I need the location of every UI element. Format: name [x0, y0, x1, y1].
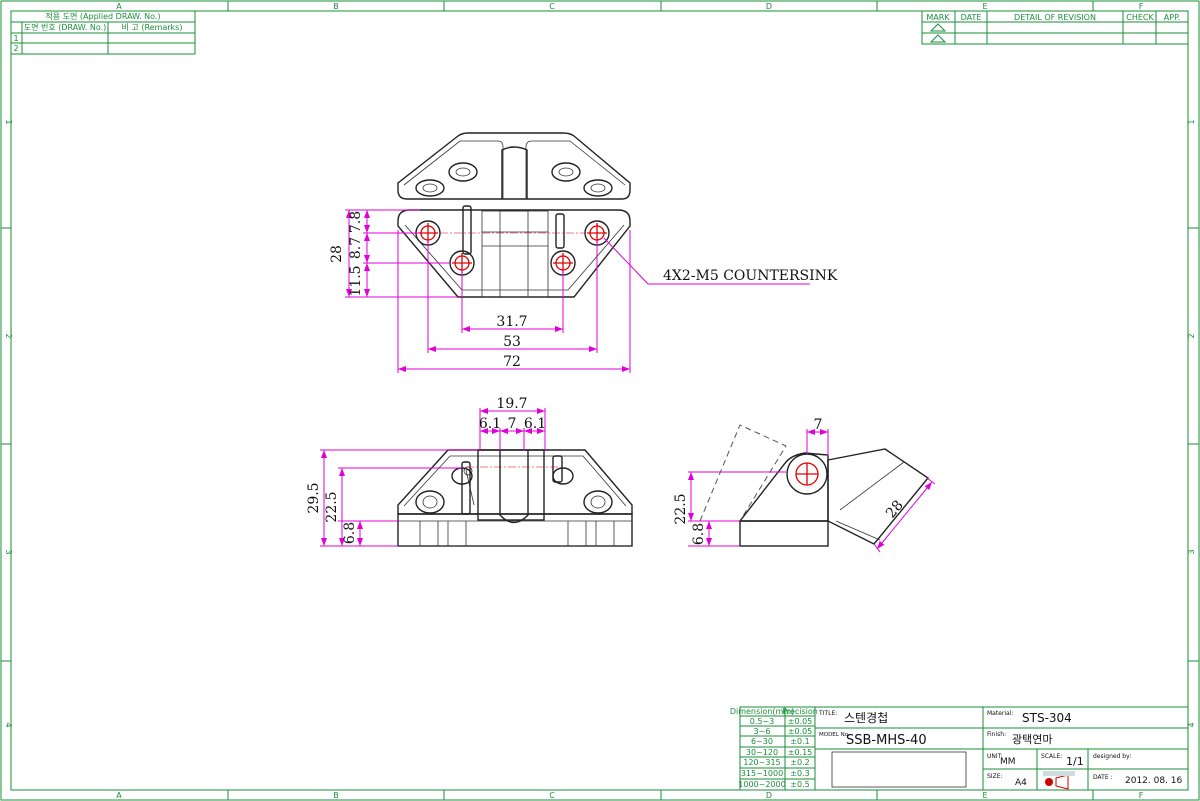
applied-drawing-table: 적용 도면 (Applied DRAW. No.) 도면 번호 (DRAW. N… — [10, 10, 196, 55]
dim-6-1-right: 6.1 — [524, 416, 546, 432]
label: 120~315 — [743, 758, 780, 767]
revision-col-app: APP. — [1164, 13, 1180, 22]
model-label: MODEL No. — [819, 732, 850, 738]
row-label-left: 3 — [4, 549, 13, 554]
dim-7-8: 7.8 — [348, 211, 364, 233]
label: ±0.05 — [788, 717, 813, 726]
front-view — [397, 449, 633, 547]
row-label-left: 2 — [4, 333, 13, 338]
front-view-dimensions: 29.5 22.5 6.8 19.7 6.1 7 6.1 — [306, 396, 546, 547]
designed-label: designed by: — [1093, 753, 1131, 760]
side-dim-7: 7 — [814, 417, 823, 433]
unit-value: MM — [1000, 757, 1016, 767]
side-dim-22-5: 22.5 — [673, 493, 689, 524]
revision-table: MARK DATE DETAIL OF REVISION CHECK APP. — [921, 10, 1189, 45]
title-block: Dimension(mm) Precision 0.5~3 ±0.05 3~6 … — [730, 706, 1189, 791]
size-value: A4 — [1015, 778, 1027, 788]
label: ±0.2 — [790, 758, 809, 767]
date-label: DATE : — [1093, 774, 1113, 781]
dim-19-7: 19.7 — [496, 396, 527, 412]
label: 30~120 — [746, 748, 778, 757]
applied-table-row-num: 1 — [13, 34, 18, 43]
dim-53: 53 — [503, 334, 521, 350]
col-label-top: B — [333, 2, 339, 11]
title-label: TITLE: — [818, 710, 837, 717]
col-label-top: C — [549, 2, 555, 11]
col-label-bottom: C — [549, 791, 555, 800]
dim-11-5: 11.5 — [348, 265, 364, 296]
revision-col-detail: DETAIL OF REVISION — [1014, 13, 1096, 22]
revision-triangle-icon — [929, 34, 947, 43]
projection-symbol-icon — [1043, 771, 1075, 790]
revision-col-check: CHECK — [1126, 13, 1154, 22]
date-value: 2012. 08. 16 — [1125, 776, 1183, 786]
finish-label: Finish: — [987, 731, 1006, 738]
col-label-bottom: F — [1139, 791, 1144, 800]
model-value: SSB-MHS-40 — [846, 733, 927, 748]
dim-31-7: 31.7 — [496, 314, 527, 330]
dim-22-5: 22.5 — [324, 491, 340, 522]
label: ±0.15 — [788, 748, 813, 757]
dim-7: 7 — [508, 416, 517, 432]
applied-table-col-drawno: 도면 번호 (DRAW. No.) — [24, 22, 107, 32]
revision-col-date: DATE — [961, 13, 982, 22]
title-value: 스텐경첩 — [844, 711, 888, 725]
applied-table-row-num: 2 — [13, 44, 18, 53]
col-label-bottom: B — [333, 791, 339, 800]
label: 0.5~3 — [750, 717, 775, 726]
col-label-bottom: D — [766, 791, 772, 800]
label: 315~1000 — [741, 769, 783, 778]
revision-col-mark: MARK — [926, 13, 950, 22]
tol-header-prec: Precision — [782, 707, 818, 716]
label: ±0.1 — [790, 737, 809, 746]
row-label-left: 4 — [4, 722, 13, 727]
dim-6-1-left: 6.1 — [479, 416, 501, 432]
material-value: STS-304 — [1022, 711, 1072, 725]
unit-label: UNIT: — [987, 753, 1003, 760]
col-label-top: E — [982, 2, 987, 11]
tolerance-rows: 0.5~3 ±0.05 3~6 ±0.05 6~30 ±0.1 30~120 ±… — [738, 717, 812, 789]
col-label-top: D — [766, 2, 772, 11]
label: 3~6 — [754, 727, 771, 736]
col-label-bottom: A — [116, 791, 122, 800]
countersink-note: 4X2-M5 COUNTERSINK — [663, 268, 838, 284]
row-label-right: 2 — [1187, 333, 1196, 338]
col-label-bottom: E — [982, 791, 987, 800]
tol-header-dim: Dimension(mm) — [730, 707, 794, 716]
label: ±0.5 — [790, 780, 809, 789]
label: 1000~2000 — [738, 780, 785, 789]
dim-8-7: 8.7 — [348, 237, 364, 259]
dim-28-height: 28 — [329, 245, 345, 263]
label: ±0.3 — [790, 769, 809, 778]
label: 6~30 — [751, 737, 773, 746]
material-label: Material: — [987, 710, 1013, 717]
zone-labels: A B C D E F A B C D E F 1 2 3 4 1 2 3 4 — [4, 2, 1196, 800]
dim-6-8: 6.8 — [342, 522, 358, 544]
row-label-right: 4 — [1187, 722, 1196, 727]
finish-value: 광택연마 — [1012, 733, 1052, 746]
scale-label: SCALE: — [1041, 753, 1062, 760]
scale-value: 1/1 — [1066, 755, 1084, 768]
revision-triangle-icon — [929, 23, 947, 32]
applied-table-header: 적용 도면 (Applied DRAW. No.) — [45, 11, 160, 21]
top-view-dimensions: 28 7.8 8.7 11.5 31.7 53 72 4X2-M5 COUNTE… — [329, 209, 838, 373]
row-label-right: 1 — [1187, 119, 1196, 124]
label: ±0.05 — [788, 727, 813, 736]
col-label-top: A — [116, 2, 122, 11]
size-label: SIZE: — [987, 773, 1003, 780]
side-dim-6-8: 6.8 — [691, 523, 707, 545]
dim-29-5: 29.5 — [306, 482, 322, 513]
applied-table-col-remarks: 비 고 (Remarks) — [122, 23, 183, 32]
col-label-top: F — [1139, 2, 1144, 11]
row-label-left: 1 — [4, 119, 13, 124]
top-view — [397, 132, 631, 298]
row-label-right: 3 — [1187, 549, 1196, 554]
dim-72: 72 — [503, 354, 521, 370]
